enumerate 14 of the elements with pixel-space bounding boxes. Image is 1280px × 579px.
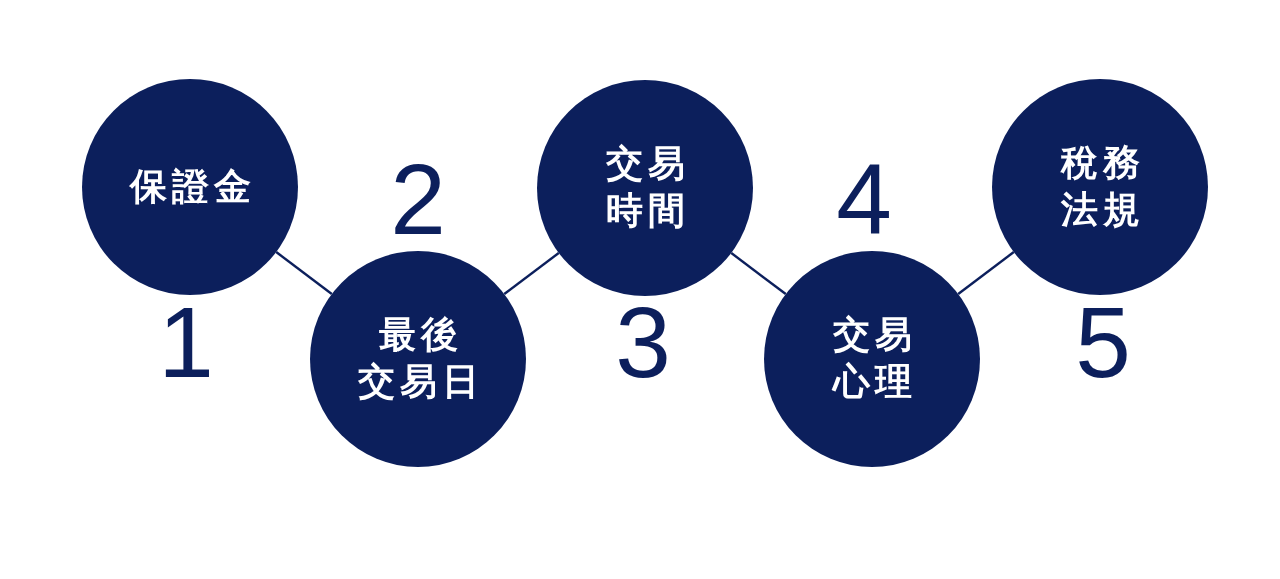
step-number: 3	[614, 294, 672, 390]
step-number: 5	[1074, 294, 1132, 390]
circle-label: 交易心理	[830, 312, 917, 405]
circle-label: 最後交易日	[356, 312, 484, 405]
step-number: 1	[157, 294, 215, 390]
step-number: 2	[389, 151, 447, 247]
connector-line	[275, 251, 333, 295]
circle-label: 保證金	[128, 163, 256, 210]
connector-line	[730, 252, 787, 295]
connector-line	[957, 251, 1015, 295]
step-number: 4	[835, 151, 893, 247]
circle-label: 稅務法規	[1059, 140, 1145, 233]
connector-line	[503, 252, 560, 295]
circle-label: 交易時間	[604, 141, 690, 234]
